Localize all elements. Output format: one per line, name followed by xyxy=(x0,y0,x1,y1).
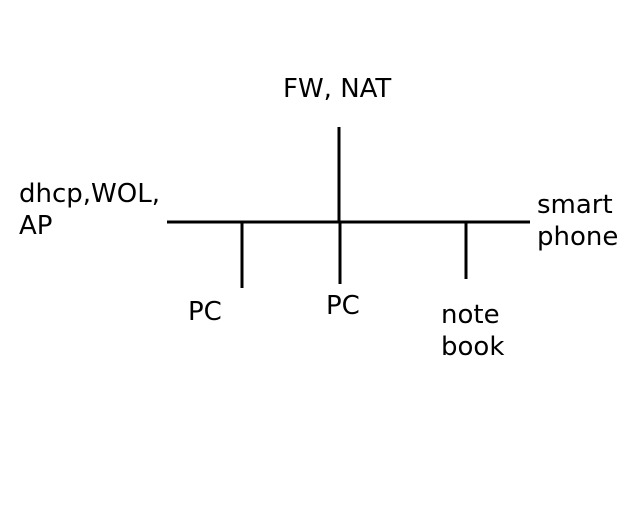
smartphone-label-line-2: phone xyxy=(537,222,619,252)
notebook-label: note book xyxy=(441,299,504,363)
pc-center-label: PC xyxy=(326,291,360,321)
dhcp-wol-ap-label-line-1: dhcp,WOL, xyxy=(19,179,160,209)
smartphone-label: smart phone xyxy=(537,189,618,253)
pc-left-label: PC xyxy=(188,297,222,327)
dhcp-wol-ap-label-line-2: AP xyxy=(19,211,53,241)
notebook-label-line-2: book xyxy=(441,332,505,362)
smartphone-label-line-1: smart xyxy=(537,190,613,220)
dhcp-wol-ap-label: dhcp,WOL, AP xyxy=(19,178,160,242)
firewall-nat-label: FW, NAT xyxy=(283,74,392,104)
notebook-label-line-1: note xyxy=(441,300,500,330)
